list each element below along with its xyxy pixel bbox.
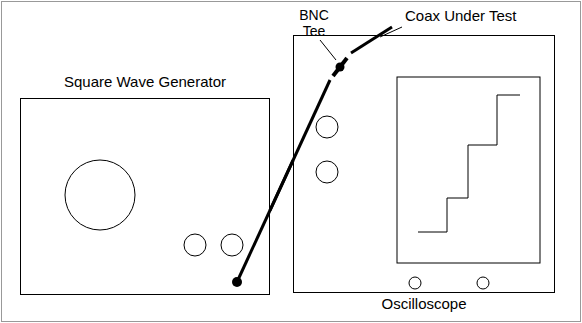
knob-large (65, 160, 135, 230)
knob-small (184, 234, 206, 256)
knob-small (221, 234, 243, 256)
part-label: Coax Under Test (405, 8, 516, 24)
scope-knob (316, 161, 338, 183)
staircase-trace (418, 95, 520, 232)
part-label: BNC Tee (292, 7, 336, 39)
scope-knob (409, 277, 421, 289)
bnc-jack (232, 277, 242, 287)
scope-knob (477, 277, 489, 289)
leader-line (320, 40, 336, 60)
oscilloscope-box: Oscilloscope (293, 35, 555, 293)
coax-under-test (351, 27, 392, 53)
bnc-tee-center (336, 63, 345, 72)
scope-screen (397, 77, 540, 263)
coax-cable (237, 80, 330, 282)
scope-knob (316, 116, 338, 138)
generator-box: Square Wave Generator (20, 98, 270, 295)
device-title: Square Wave Generator (64, 73, 226, 91)
coax-cable (270, 160, 293, 210)
bnc-tee (333, 58, 347, 76)
device-title: Oscilloscope (381, 295, 466, 313)
